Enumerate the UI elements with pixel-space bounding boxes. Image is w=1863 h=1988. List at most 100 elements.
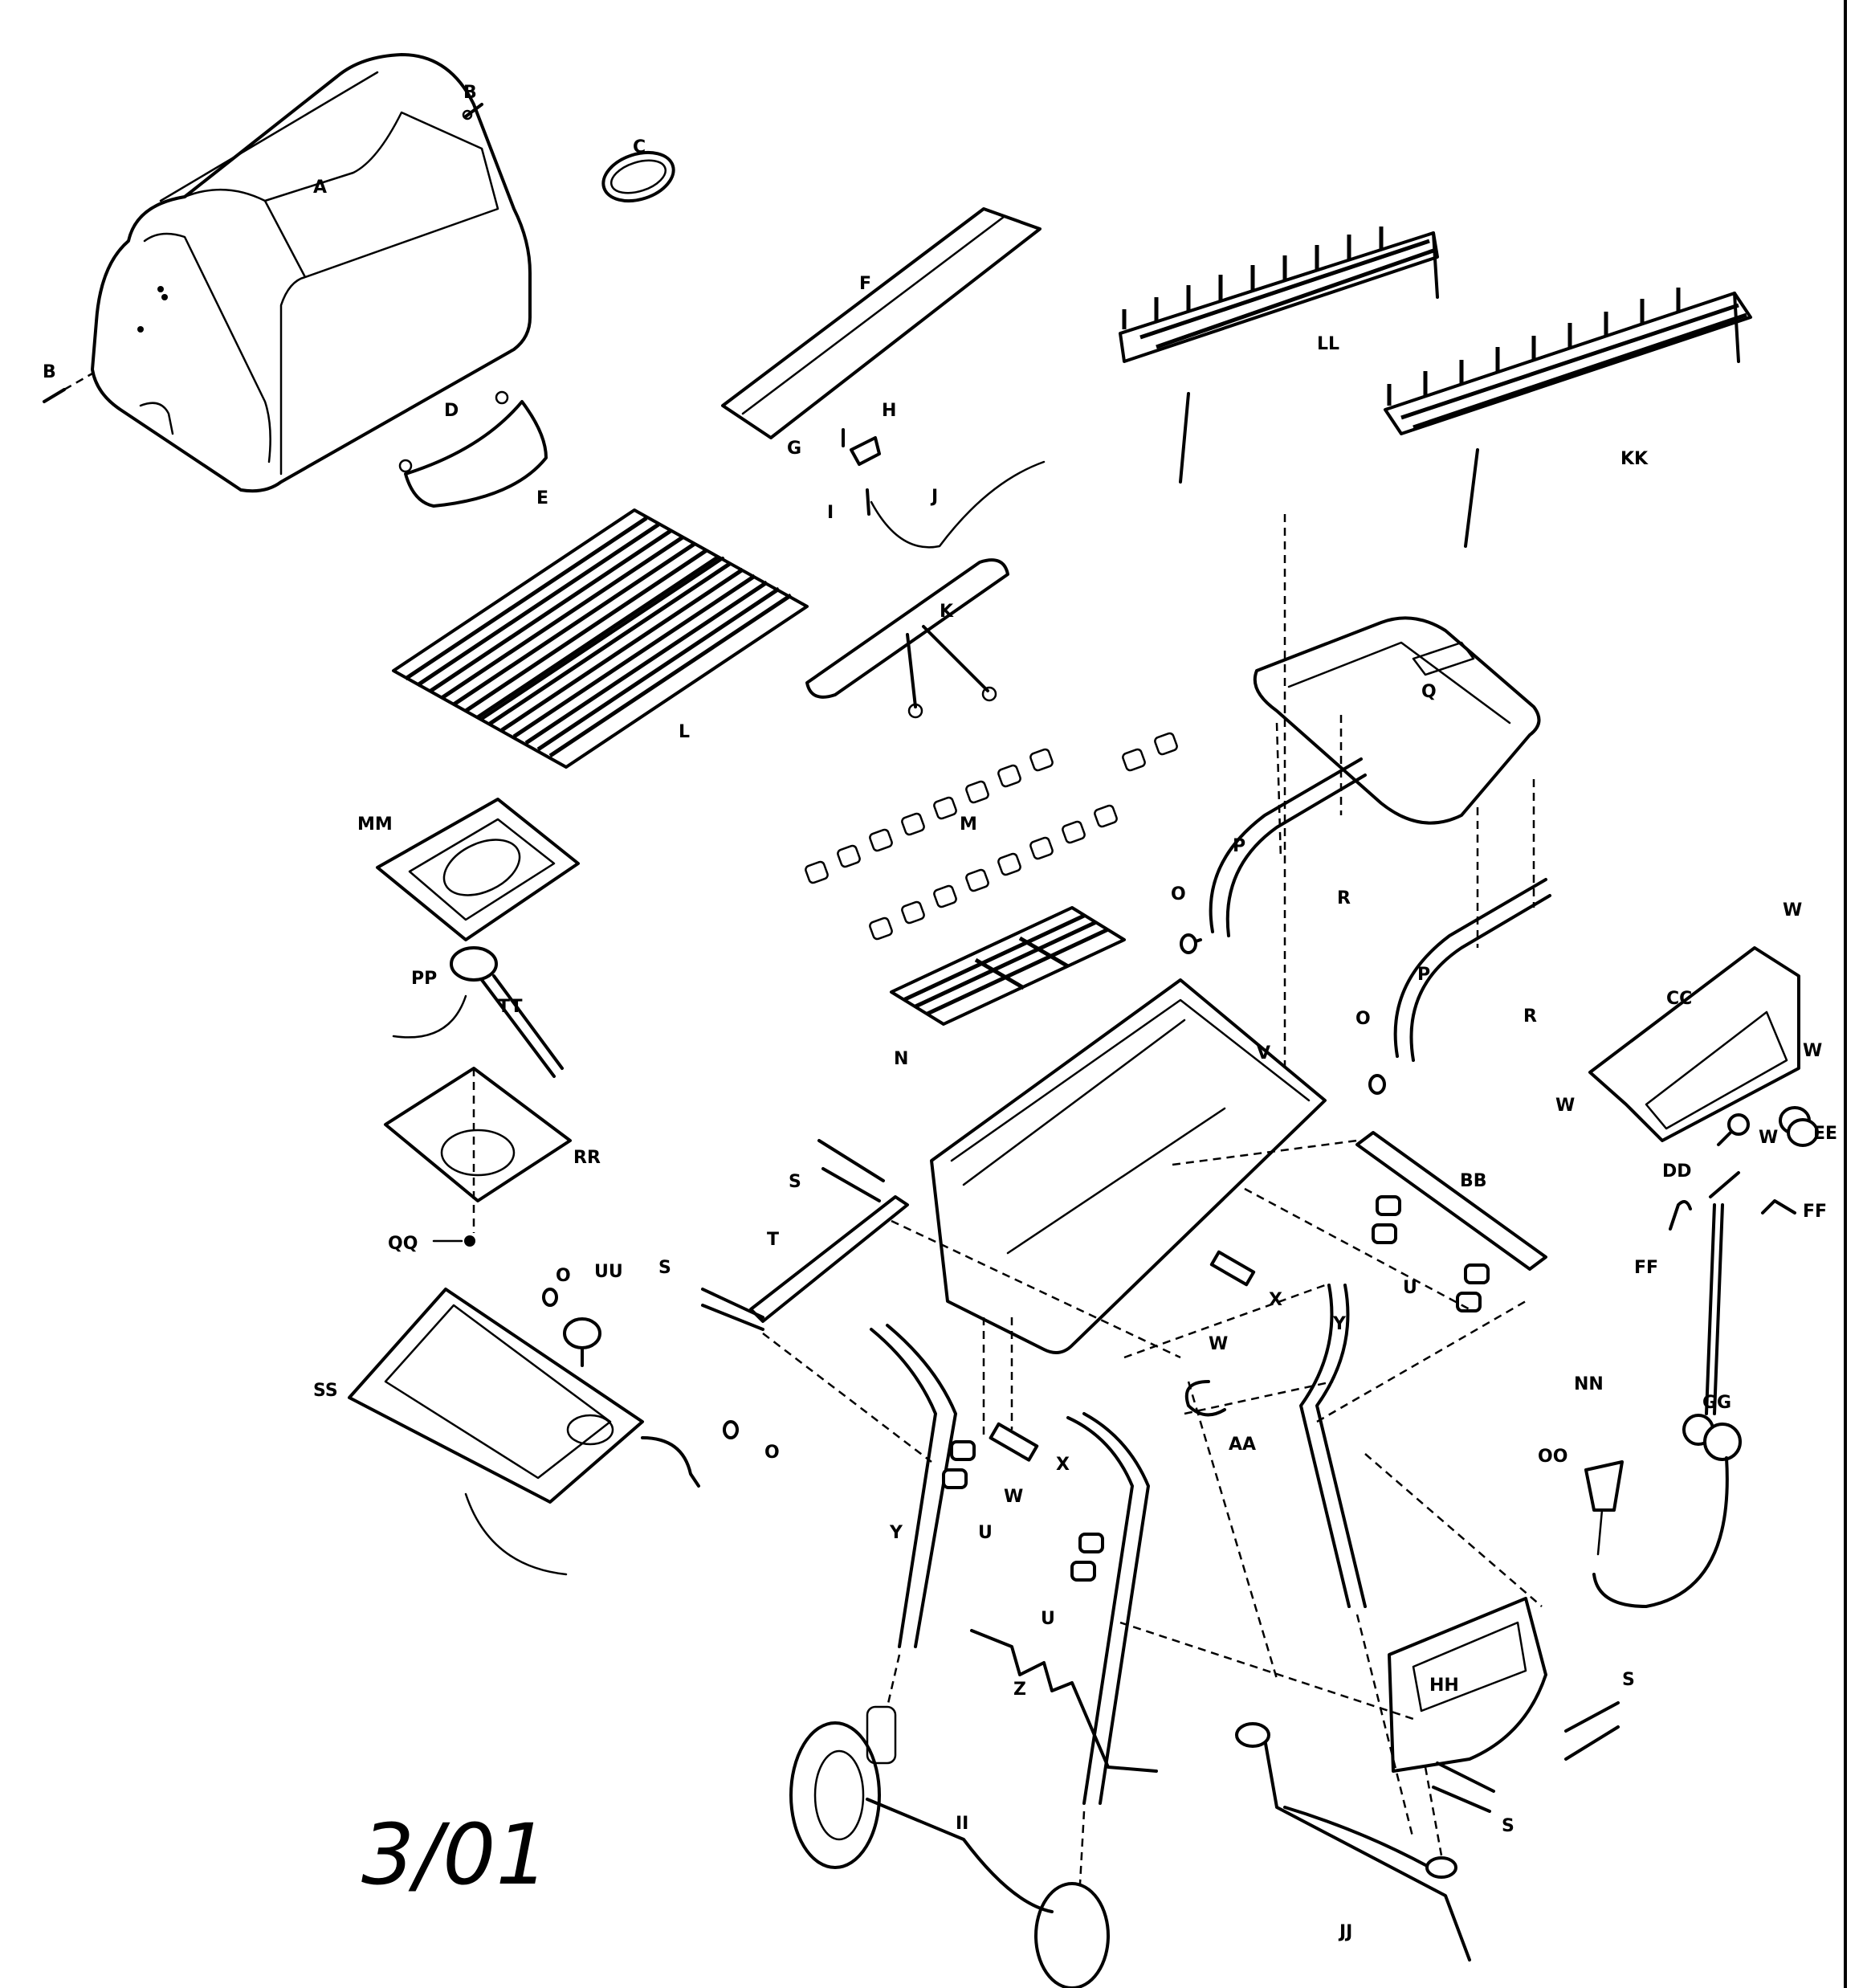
label-y-1: Y: [1332, 1314, 1347, 1334]
label-f: F: [859, 274, 871, 294]
lid-a: [91, 53, 532, 493]
label-tt: TT: [498, 997, 523, 1017]
label-w-1: W: [1783, 900, 1802, 921]
label-hh: HH: [1429, 1676, 1459, 1696]
knob-uu: [563, 1317, 601, 1367]
label-nn: NN: [1574, 1374, 1604, 1394]
label-t: T: [767, 1230, 779, 1250]
label-g: G: [787, 439, 801, 459]
control-panel-cc: [1588, 946, 1800, 1142]
label-ll: LL: [1317, 334, 1339, 354]
label-u-3: U: [1041, 1609, 1055, 1629]
screw-qq: [432, 1235, 475, 1247]
label-qq: QQ: [388, 1234, 418, 1254]
label-uu: UU: [594, 1262, 623, 1282]
label-w-3: W: [1555, 1096, 1575, 1116]
hardware: [542, 933, 1620, 1813]
valve-hose-gg: [1592, 1171, 1742, 1608]
label-m: M: [960, 814, 977, 835]
label-d: D: [444, 401, 459, 421]
label-o-1: O: [1171, 884, 1186, 904]
label-s-3: S: [1622, 1670, 1635, 1690]
label-s-1: S: [789, 1172, 801, 1192]
hook-aa: [1184, 1380, 1226, 1417]
label-r-1: R: [1337, 888, 1351, 908]
panel-hh: [1388, 1597, 1547, 1773]
label-w-5: W: [1209, 1334, 1228, 1354]
label-oo: OO: [1538, 1447, 1567, 1467]
label-gg: GG: [1702, 1393, 1731, 1413]
label-b-top: B: [463, 83, 477, 103]
side-burner-tt: [450, 946, 564, 1078]
leg-y-rear: [1066, 1412, 1150, 1805]
shelf-support-p-upper: [1209, 757, 1367, 937]
firebox-v: [930, 978, 1327, 1354]
label-w-6: W: [1004, 1487, 1023, 1507]
part-labels: A B B C D E F G H I J K L M N O O O O P …: [43, 83, 1837, 1942]
label-y-2: Y: [889, 1523, 903, 1543]
label-r-2: R: [1523, 1006, 1537, 1027]
label-s-2: S: [658, 1258, 671, 1278]
warming-rack-ll: [1119, 227, 1439, 484]
label-l: L: [679, 722, 690, 742]
label-q: Q: [1421, 682, 1437, 702]
panel-t: [749, 1195, 909, 1323]
wheel-base-ii: [789, 1705, 1110, 1988]
bolt-b-top: [462, 103, 483, 120]
label-k: K: [940, 602, 954, 622]
handle-e: [398, 390, 548, 508]
label-o-3: O: [556, 1266, 571, 1286]
label-p-2: P: [1417, 965, 1430, 985]
label-u-1: U: [1403, 1278, 1417, 1298]
pin-ff-left: [1669, 1200, 1692, 1231]
label-o-4: O: [764, 1443, 780, 1463]
label-o-2: O: [1355, 1009, 1371, 1029]
retainer-z: [970, 1629, 1158, 1773]
label-w-4: W: [1759, 1128, 1778, 1148]
label-b-left: B: [43, 362, 56, 382]
label-s-4: S: [1502, 1816, 1514, 1836]
leg-y-left: [870, 1324, 957, 1648]
label-pp: PP: [411, 969, 437, 989]
label-ii: II: [956, 1814, 968, 1834]
side-rack-kk: [1384, 288, 1752, 548]
label-ff-2: FF: [1634, 1258, 1658, 1278]
burner-k: [805, 558, 1009, 719]
igniter-bracket-h: [842, 428, 881, 466]
label-v: V: [1257, 1043, 1270, 1063]
label-ee: EE: [1813, 1124, 1837, 1144]
label-i: I: [827, 503, 834, 523]
briquettes-m: [805, 732, 1178, 941]
label-rr: RR: [573, 1148, 601, 1168]
label-c: C: [633, 137, 646, 157]
label-ff-1: FF: [1803, 1202, 1827, 1222]
badge-c: [601, 150, 675, 203]
rock-grate-n: [890, 906, 1126, 1026]
igniter-wire-pp: [392, 994, 467, 1039]
knob-ee: [1779, 1106, 1819, 1147]
label-mm: MM: [357, 814, 393, 835]
leg-y-right: [1299, 1284, 1367, 1608]
cooking-grate-l: [392, 508, 809, 769]
assembly-lines: [472, 514, 1543, 1884]
rear-base-jj: [1235, 1722, 1471, 1961]
label-n: N: [894, 1049, 908, 1069]
label-jj: JJ: [1338, 1922, 1352, 1942]
label-aa: AA: [1229, 1435, 1256, 1455]
bolt-b-left: [43, 372, 93, 403]
label-x-2: X: [1056, 1455, 1070, 1475]
label-e: E: [536, 488, 548, 508]
label-dd: DD: [1662, 1161, 1692, 1182]
igniter-wire-j: [866, 460, 1046, 549]
side-burner-tray-rr: [384, 1067, 572, 1202]
label-kk: KK: [1620, 449, 1649, 469]
label-x-1: X: [1269, 1290, 1282, 1310]
label-cc: CC: [1666, 989, 1692, 1009]
label-p-1: P: [1233, 836, 1245, 856]
label-j: J: [930, 487, 938, 507]
side-shelf-ss: [348, 1288, 700, 1576]
shelf-support-p-lower: [1393, 878, 1551, 1062]
igniter-dd: [1717, 1113, 1750, 1146]
lava-tray-mm: [376, 798, 580, 941]
